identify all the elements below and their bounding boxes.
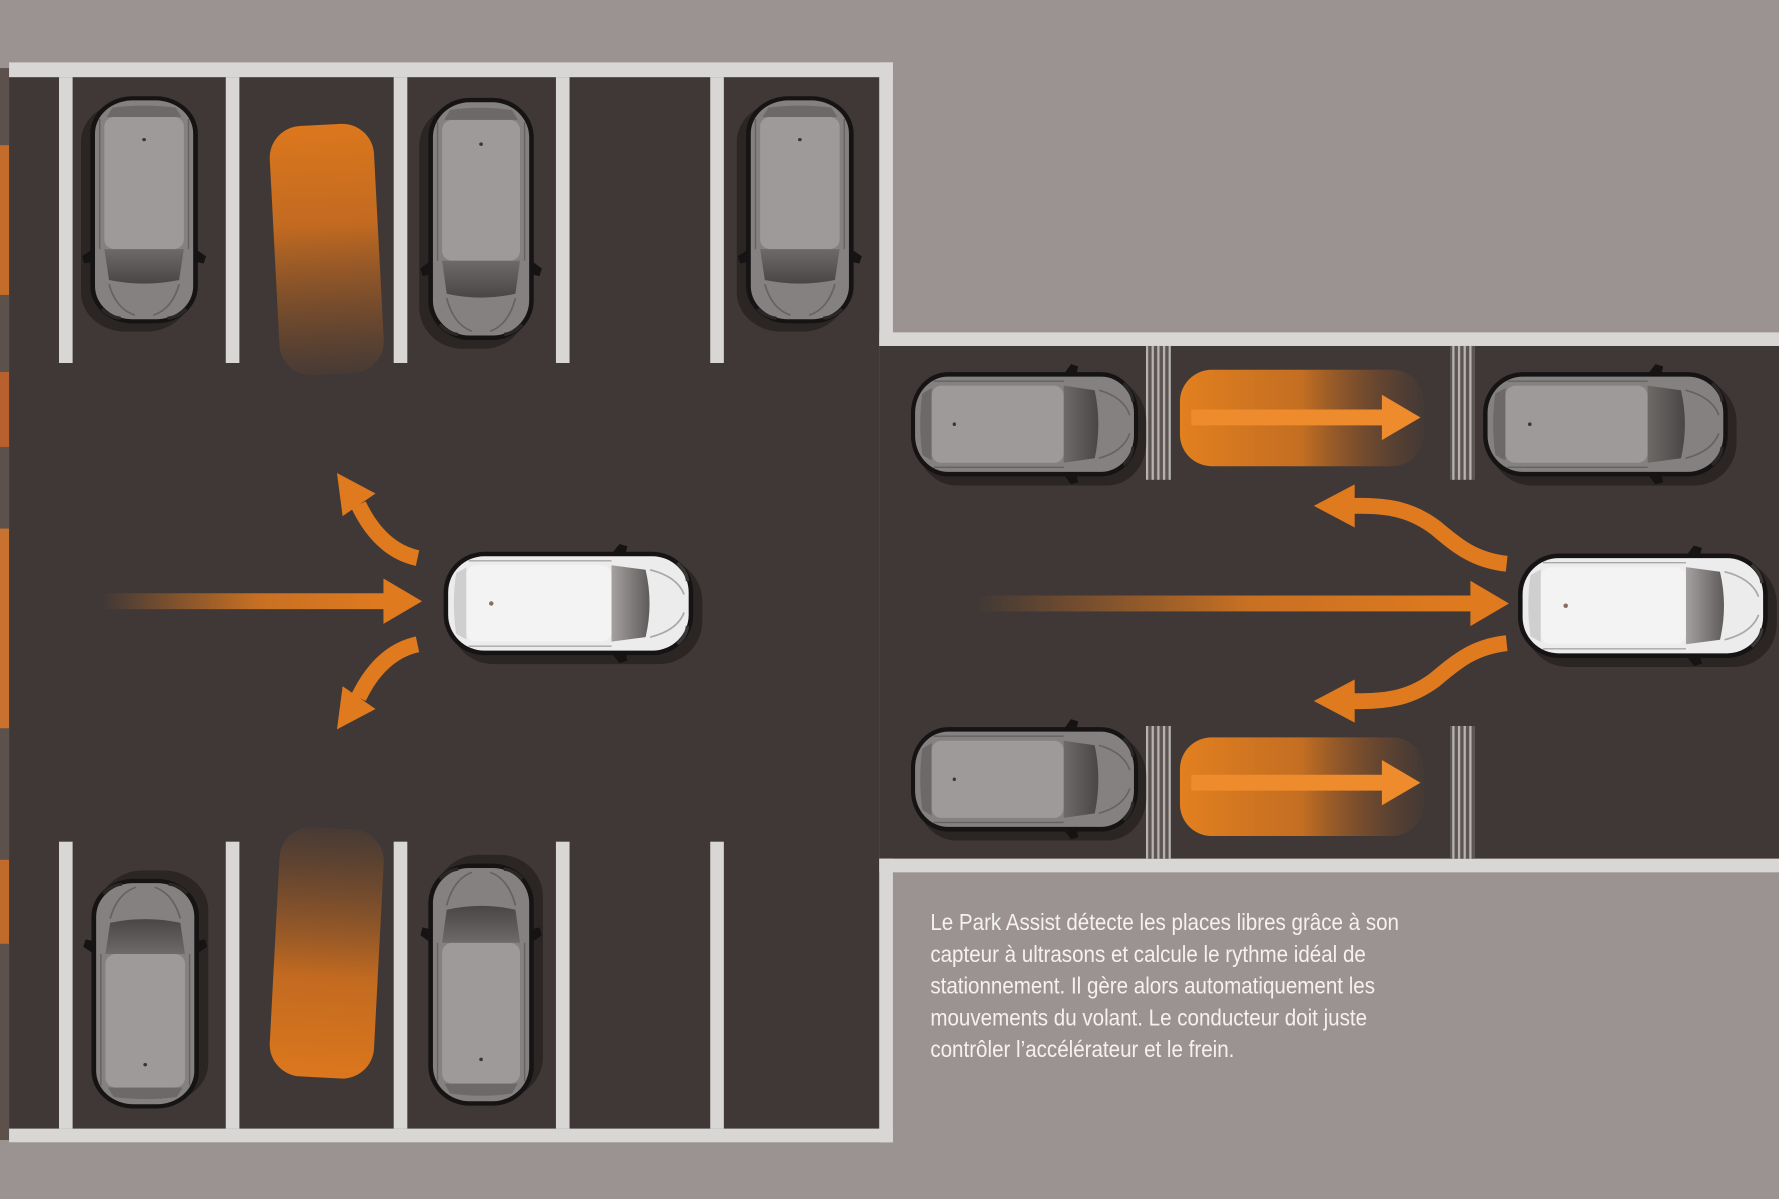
hatch-marker xyxy=(1450,346,1475,480)
parked-car xyxy=(420,855,543,1106)
page-edge-strip xyxy=(0,68,9,1140)
assisted-car xyxy=(444,544,703,664)
description-line: Le Park Assist détecte les places libres… xyxy=(930,909,1399,935)
hatch-marker xyxy=(1146,346,1171,480)
free-space-ghost-car-top xyxy=(268,122,385,377)
parked-car xyxy=(911,719,1146,840)
parked-car xyxy=(419,98,542,349)
parked-car xyxy=(81,96,206,331)
assisted-car xyxy=(1518,546,1777,667)
parked-car xyxy=(911,364,1146,485)
description-line: capteur à ultrasons et calcule le rythme… xyxy=(930,941,1366,967)
free-space-ghost-car-bottom xyxy=(268,826,385,1081)
description-line: mouvements du volant. Le conducteur doit… xyxy=(930,1004,1367,1030)
description-line: stationnement. Il gère alors automatique… xyxy=(930,973,1375,999)
parked-car xyxy=(1483,364,1737,485)
description-line: contrôler l’accélérateur et le frein. xyxy=(930,1036,1234,1062)
parked-car xyxy=(83,871,208,1109)
hatch-marker xyxy=(1450,726,1475,859)
parked-car xyxy=(737,96,862,331)
hatch-marker xyxy=(1146,726,1171,859)
